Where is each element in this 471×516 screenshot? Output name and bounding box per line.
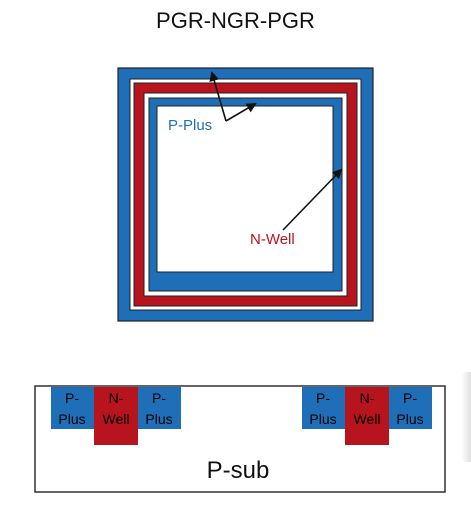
right-p-plus-1-label-bottom: Plus [309, 411, 336, 427]
left-n-well-label-top: N- [109, 390, 124, 406]
diagram-title: PGR-NGR-PGR [156, 8, 315, 33]
label-p-plus: P-Plus [168, 117, 212, 134]
left-p-plus-2-label-bottom: Plus [145, 411, 172, 427]
right-n-well-label-top: N- [360, 390, 375, 406]
inner-area [156, 105, 334, 273]
right-n-well-label-bottom: Well [354, 411, 381, 427]
p-sub-label: P-sub [207, 457, 270, 484]
right-p-plus-2-label-bottom: Plus [396, 411, 423, 427]
left-n-well-label-bottom: Well [103, 411, 130, 427]
top-view-guard-rings [117, 67, 374, 322]
n-well-arrow [282, 168, 343, 231]
cross-section-view: P- Plus N- Well P- Plus P- Plus N- Well … [34, 385, 446, 493]
left-p-plus-1 [51, 387, 94, 429]
right-p-plus-1 [302, 387, 345, 429]
label-n-well: N-Well [250, 231, 295, 248]
left-p-plus-2-label-top: P- [152, 390, 166, 406]
left-p-plus-2 [138, 387, 181, 429]
p-plus-arrow-outer [209, 71, 227, 122]
right-p-plus-1-label-top: P- [316, 390, 330, 406]
left-p-plus-1-label-bottom: Plus [58, 411, 85, 427]
left-n-well [94, 387, 138, 445]
right-n-well [345, 387, 389, 445]
right-p-plus-2-label-top: P- [403, 390, 417, 406]
page-edge-shadow [461, 372, 471, 462]
p-plus-arrow-inner [225, 102, 257, 122]
label-arrows [209, 71, 343, 231]
right-p-plus-2 [389, 387, 432, 429]
left-p-plus-1-label-top: P- [65, 390, 79, 406]
